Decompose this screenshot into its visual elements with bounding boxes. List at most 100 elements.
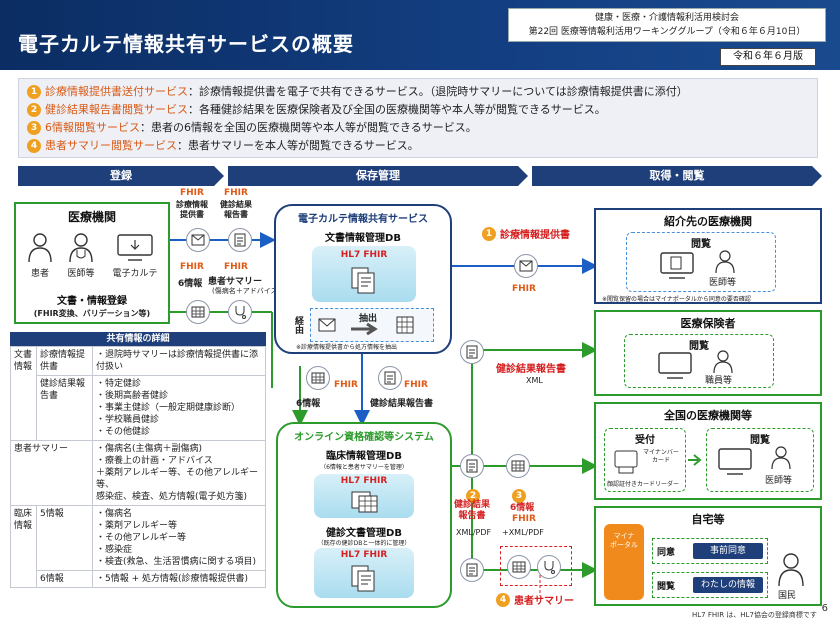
six-info-label: 6情報 bbox=[178, 279, 203, 289]
five-items-cell: ・傷病名 ・薬剤アレルギー等 ・その他アレルギー等 ・感染症 ・検査(救急、生活… bbox=[92, 505, 266, 571]
xml-label: XML bbox=[526, 376, 543, 385]
page-title: 電子カルテ情報共有サービスの概要 bbox=[18, 32, 354, 56]
doctor-icon bbox=[69, 233, 93, 263]
service-name: 診療情報提供書送付サービス bbox=[45, 85, 188, 98]
service-3-label: 3 bbox=[512, 484, 530, 503]
computer-icon bbox=[117, 234, 153, 261]
checkup-db-sub: （既存の健診DBと一体的に管理） bbox=[317, 540, 411, 547]
clinical-db-sub: （6情報と患者サマリーを管理） bbox=[320, 464, 408, 471]
six-flow-label: 6情報 bbox=[510, 503, 535, 513]
checkup-flow-label: 健診結果報告書 bbox=[496, 364, 566, 375]
card-reader-label: 顔認証付きカードリーダー bbox=[607, 481, 680, 488]
table-row: 6情報 ・5情報 + 処方情報(診療情報提供書) bbox=[11, 570, 266, 588]
doctor-label: 医師等 bbox=[765, 476, 793, 486]
doctor-icon bbox=[715, 250, 735, 273]
hl7-fhir-logo: HL7 FHIR bbox=[340, 476, 388, 486]
list-item: ・療養上の計画・アドバイス bbox=[96, 456, 213, 466]
fhir-badge: FHIR bbox=[180, 262, 204, 272]
fhir-badge: FHIR bbox=[512, 284, 536, 294]
service-1-label: 1 診療情報提供書 bbox=[482, 226, 570, 241]
clinical-db: HL7 FHIR bbox=[314, 474, 414, 518]
doc-info-cell: 文書情報 bbox=[10, 346, 37, 441]
doctor-figure: 医師等 bbox=[64, 232, 98, 279]
list-item: ・薬剤アレルギー等 bbox=[96, 521, 178, 531]
six-info-label: 6情報 bbox=[296, 399, 321, 409]
consent-label: 同意 bbox=[657, 548, 676, 558]
fhir-badge: FHIR bbox=[404, 380, 428, 390]
checkup-db: HL7 FHIR bbox=[314, 548, 414, 598]
table-row: 臨床情報 5情報 ・傷病名 ・薬剤アレルギー等 ・その他アレルギー等 ・感染症 … bbox=[10, 505, 266, 588]
home-destination-box: 自宅等 マイナ ポータル 同意 事前同意 閲覧 わたしの情報 国民 bbox=[594, 506, 822, 606]
checkup-cell: 健診結果報告書 bbox=[36, 375, 93, 441]
staff-label: 職員等 bbox=[705, 376, 733, 386]
list-item: ＋薬剤アレルギー等、その他アレルギー等、 bbox=[96, 468, 259, 490]
computer-icon bbox=[718, 448, 752, 475]
hl7-trademark-note: HL7 FHIR は、HL7協会の登録商標です bbox=[692, 611, 817, 619]
doctor-label: 医師等 bbox=[709, 278, 737, 288]
document-icon bbox=[378, 366, 402, 390]
clinical-cell: 臨床情報 bbox=[10, 505, 37, 588]
citizen-icon bbox=[778, 553, 804, 586]
six-desc-cell: ・5情報 + 処方情報(診療情報提供書) bbox=[92, 570, 266, 588]
shared-info-detail: 共有情報の詳細 文書情報 診療情報提供書 ・退院時サマリーは診療情報提供書に添付… bbox=[10, 332, 266, 588]
summary-sub-label: (傷病名＋アドバイス) bbox=[212, 287, 281, 295]
referral-doc-label: 診療情報 提供書 bbox=[176, 200, 208, 219]
doctor-label: 医師等 bbox=[67, 269, 95, 279]
mynaportal-label: マイナ ポータル bbox=[610, 532, 638, 549]
service-desc: ：診療情報提供書を電子で共有できるサービス。（退院時サマリーについては診療情報提… bbox=[188, 85, 688, 98]
referral-destination-box: 紹介先の医療機関 閲覧 医師等 ※閲覧保留の場合はマイナポータルから同意の要否確… bbox=[594, 208, 822, 304]
extract-box: 抽出 bbox=[310, 308, 434, 342]
table-row: 患者サマリー ・傷病名(主傷病＋副傷病) ・療養上の計画・アドバイス ＋薬剤アレ… bbox=[10, 440, 266, 506]
view-label: 閲覧 bbox=[750, 435, 770, 446]
ehr-service-title: 電子カルテ情報共有サービス bbox=[298, 214, 428, 225]
checkup-db-title: 健診文書管理DB bbox=[326, 528, 402, 539]
table-row: 文書情報 診療情報提供書 ・退院時サマリーは診療情報提供書に添付扱い bbox=[10, 346, 266, 441]
insurer-destination-box: 医療保険者 閲覧 職員等 bbox=[594, 310, 822, 396]
service-number: 2 bbox=[466, 489, 480, 503]
registration-sub: (FHIR変換、バリデーション等) bbox=[33, 309, 151, 318]
extract-note: ※診療情報提供書から処方情報を抽出 bbox=[296, 344, 398, 351]
card-reader-icon bbox=[614, 450, 638, 474]
patient-icon bbox=[28, 233, 52, 263]
document-icon bbox=[460, 558, 484, 582]
list-item: ・傷病名(主傷病＋副傷病) bbox=[96, 444, 203, 454]
summary-bundle bbox=[500, 546, 572, 586]
table-row: 健診結果報告書 ・特定健診 ・後期高齢者健診 ・事業主健診（一般定期健康診断） … bbox=[11, 375, 266, 441]
list-item: ・事業主健診（一般定期健康診断） bbox=[96, 403, 241, 413]
patient-label: 患者 bbox=[30, 269, 49, 279]
list-item: ・傷病名 bbox=[96, 509, 133, 519]
staff-icon bbox=[713, 350, 733, 373]
view-label: 閲覧 bbox=[691, 239, 711, 250]
envelope-icon bbox=[514, 254, 538, 278]
list-item: ・検査(救急、生活習慣病に関する項目) bbox=[96, 557, 257, 567]
tables-icon bbox=[351, 491, 378, 513]
service-name: 6情報閲覧サービス bbox=[45, 121, 140, 134]
checkup-doc-label: 健診結果 報告書 bbox=[220, 200, 252, 219]
table-icon bbox=[306, 366, 330, 390]
meeting-info: 健康・医療・介護情報利活用検討会 第22回 医療等情報利活用ワーキンググループ（… bbox=[508, 8, 826, 42]
list-item: ・その他アレルギー等 bbox=[96, 533, 187, 543]
arrow-right-icon bbox=[688, 454, 702, 466]
consent-row: 同意 事前同意 bbox=[652, 538, 768, 564]
consent-button[interactable]: 事前同意 bbox=[693, 543, 763, 559]
service-number: 1 bbox=[482, 226, 496, 241]
service-number: 4 bbox=[496, 592, 510, 607]
reception-area: 受付 マイナンバー カード 顔認証付きカードリーダー bbox=[604, 428, 686, 492]
table-icon bbox=[506, 454, 530, 478]
national-institutions-box: 全国の医療機関等 受付 マイナンバー カード 顔認証付きカードリーダー 閲覧 医… bbox=[594, 402, 822, 500]
medical-title: 医療機関 bbox=[67, 210, 116, 224]
service-desc: ：各種健診結果を医療保険者及び全国の医療機関等や本人等が閲覧できるサービス。 bbox=[188, 103, 606, 116]
smartphone-icon: マイナ ポータル bbox=[604, 524, 644, 600]
xml-pdf-label: XML/PDF bbox=[456, 528, 492, 537]
my-info-button[interactable]: わたしの情報 bbox=[693, 577, 763, 593]
envelope-icon bbox=[318, 318, 336, 332]
date-badge: 令和６年６月版 bbox=[720, 48, 816, 66]
meeting-line1: 健康・医療・介護情報利活用検討会 bbox=[594, 13, 739, 23]
service-desc: ：患者の6情報を全国の医療機関等や本人等が閲覧できるサービス。 bbox=[140, 121, 477, 134]
stethoscope-icon bbox=[537, 555, 561, 579]
citizen-label: 国民 bbox=[778, 591, 797, 601]
